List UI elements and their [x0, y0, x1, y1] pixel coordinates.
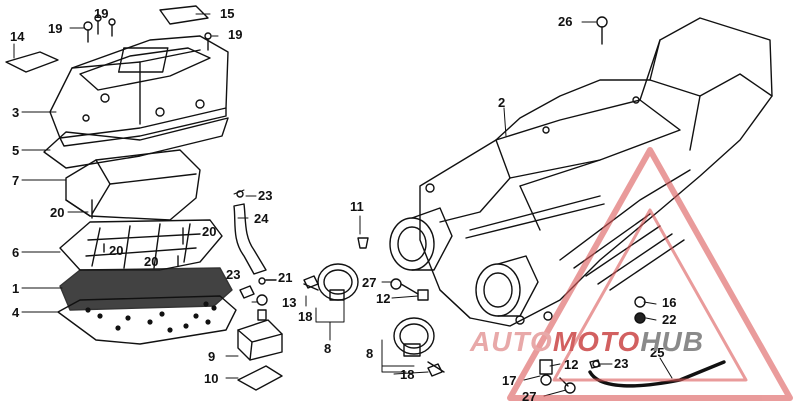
pad-part-14 — [5, 51, 59, 73]
callout-10: 10 — [204, 371, 219, 386]
callout-15: 15 — [220, 6, 235, 21]
bolt-part-27-upper — [390, 278, 429, 301]
callout-17: 17 — [502, 373, 517, 388]
callout-8a: 8 — [324, 341, 332, 356]
callout-6: 6 — [12, 245, 20, 260]
perforated-plate-part-4 — [57, 295, 237, 345]
watermark-part-hub: HUB — [640, 326, 704, 357]
intake-boot-upper — [389, 207, 453, 271]
callout-12b: 12 — [564, 357, 579, 372]
callout-19a: 19 — [94, 6, 109, 21]
callout-5: 5 — [12, 143, 20, 158]
filter-frame-part-7 — [65, 149, 201, 221]
callout-9: 9 — [208, 349, 216, 364]
watermark-triangle — [507, 147, 793, 401]
callout-14: 14 — [10, 29, 25, 44]
drain-tube-part-25 — [588, 360, 726, 388]
callout-27a: 27 — [362, 275, 377, 290]
watermark-part-auto: AUTO — [470, 326, 553, 357]
callout-27b: 27 — [522, 389, 537, 404]
callout-21: 21 — [278, 270, 293, 285]
clip-part-11 — [357, 237, 369, 249]
intake-boot-lower — [475, 255, 539, 317]
callout-4: 4 — [12, 305, 20, 320]
callout-1: 1 — [12, 281, 20, 296]
callout-3: 3 — [12, 105, 20, 120]
washer-part-13 — [256, 294, 268, 306]
breather-tube-part-24 — [233, 203, 267, 275]
callout-25: 25 — [650, 345, 665, 360]
callout-19b: 19 — [48, 21, 63, 36]
callout-18a: 18 — [298, 309, 313, 324]
fitting-part-18-upper — [303, 275, 319, 289]
collar-part-12-lower — [539, 359, 553, 386]
callout-12a: 12 — [376, 291, 391, 306]
callout-23a: 23 — [258, 188, 273, 203]
bolts-part-19 — [83, 14, 212, 51]
watermark-part-moto: MOTO — [552, 326, 641, 357]
clamp-part-8-upper — [317, 263, 359, 301]
callout-20a: 20 — [50, 205, 65, 220]
callout-13: 13 — [282, 295, 297, 310]
callout-16: 16 — [662, 295, 677, 310]
callout-20d: 20 — [144, 254, 159, 269]
watermark-text: AUTOMOTOHUB — [470, 326, 704, 358]
callout-23c: 23 — [614, 356, 629, 371]
air-cleaner-cover-part-3 — [49, 35, 229, 147]
callout-8b: 8 — [366, 346, 374, 361]
callout-24: 24 — [254, 211, 269, 226]
gasket-part-5 — [43, 117, 229, 169]
filter-element-part-6 — [59, 199, 223, 271]
plate-part-10 — [237, 365, 283, 391]
airbox-housing-part-2 — [419, 17, 773, 327]
fitting-part-23-lower — [589, 359, 601, 369]
fitting-part-18-lower — [427, 363, 443, 377]
callout-18b: 18 — [400, 367, 415, 382]
callout-26: 26 — [558, 14, 573, 29]
plate-part-15 — [159, 5, 209, 25]
grommet-part-22 — [634, 312, 646, 324]
callout-7: 7 — [12, 173, 20, 188]
canister-part-9 — [237, 309, 283, 361]
callout-20c: 20 — [109, 243, 124, 258]
callout-23b: 23 — [226, 267, 241, 282]
callout-19c: 19 — [228, 27, 243, 42]
callout-11: 11 — [350, 199, 364, 214]
callout-2: 2 — [498, 95, 506, 110]
callout-20b: 20 — [202, 224, 217, 239]
callout-22: 22 — [662, 312, 677, 327]
bolt-part-26 — [596, 16, 608, 45]
